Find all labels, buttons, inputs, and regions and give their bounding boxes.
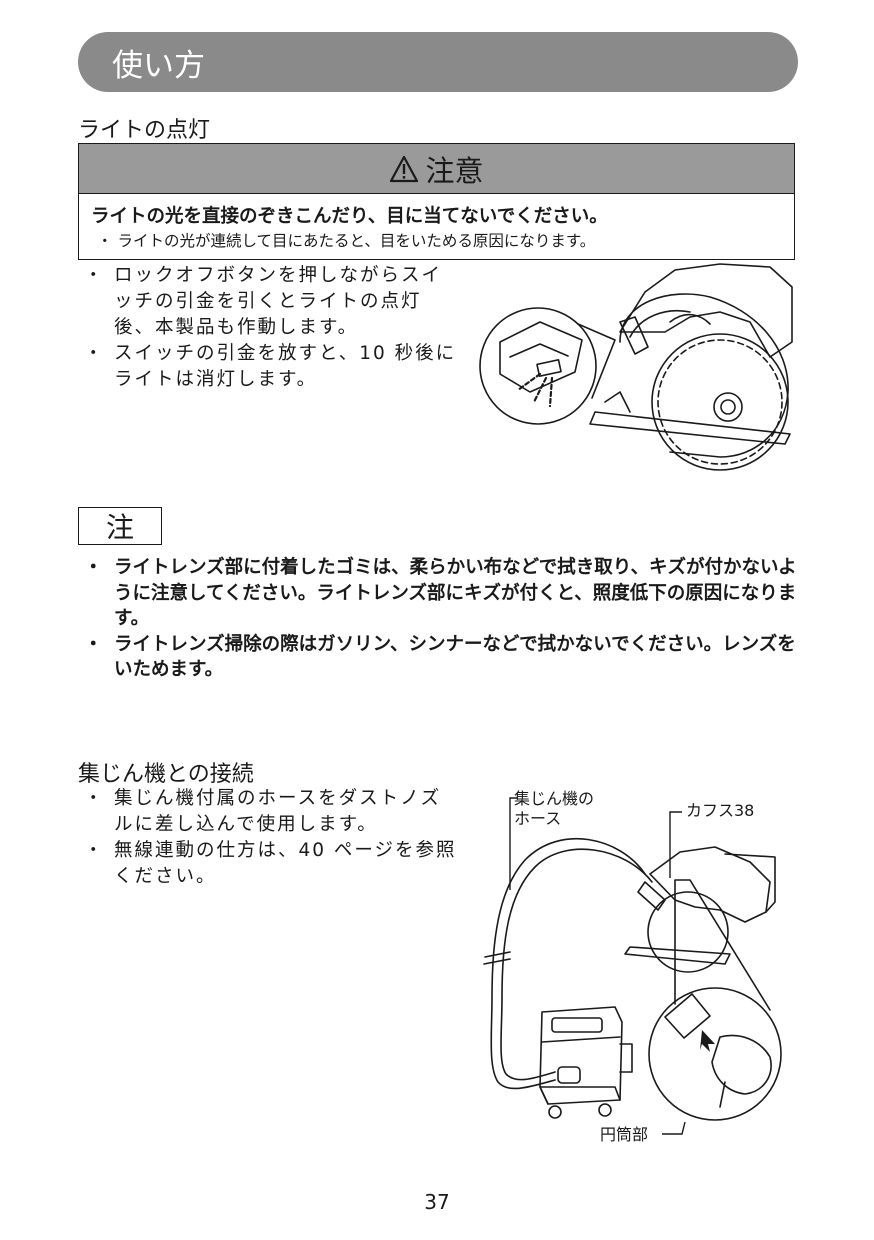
dust-collector-illustration: 集じん機の ホース カフス38 円筒部: [483, 789, 782, 1144]
page-header-bar: 使い方: [78, 32, 798, 92]
label-cuff: カフス38: [686, 801, 754, 820]
caution-box: 注意 ライトの光を直接のぞきこんだり、目に当てないでください。 ・ ライトの光が…: [78, 143, 795, 260]
caution-detail-text: ライトの光が連続して目にあたると、目をいためる原因になります。: [117, 232, 596, 250]
list-item: スイッチの引金を放すと、10 秒後にライトは消灯します。: [80, 341, 460, 393]
label-hose-line1: 集じん機の: [514, 789, 594, 808]
note-list: ライトレンズ部に付着したゴミは、柔らかい布などで拭き取り、キズが付かないように注…: [80, 555, 800, 683]
label-cylinder: 円筒部: [600, 1125, 648, 1144]
light-section-title: ライトの点灯: [78, 118, 211, 143]
list-item: ライトレンズ部に付着したゴミは、柔らかい布などで拭き取り、キズが付かないように注…: [80, 555, 800, 632]
list-item: ライトレンズ掃除の際はガソリン、シンナーなどで拭かないでください。レンズをいため…: [80, 632, 800, 683]
caution-warning-text: ライトの光を直接のぞきこんだり、目に当てないでください。: [91, 206, 608, 227]
list-item: 無線連動の仕方は、40 ページを参照ください。: [80, 838, 460, 890]
label-hose-line2: ホース: [514, 809, 561, 828]
light-illustration: [479, 263, 793, 471]
caution-detail: ・ ライトの光が連続して目にあたると、目をいためる原因になります。: [97, 232, 596, 250]
warning-triangle-icon: [390, 155, 419, 182]
dust-section-title: 集じん機との接続: [78, 762, 254, 787]
caution-header: 注意: [79, 144, 794, 194]
list-item: ロックオフボタンを押しながらスイッチの引金を引くとライトの点灯後、本製品も作動し…: [80, 263, 460, 341]
page-number: 37: [424, 1190, 450, 1214]
page-title: 使い方: [112, 48, 205, 84]
caution-heading: 注意: [425, 153, 484, 188]
dust-instructions-list: 集じん機付属のホースをダストノズルに差し込んで使用します。 無線連動の仕方は、4…: [80, 786, 460, 890]
note-badge: 注: [78, 507, 162, 545]
light-instructions-list: ロックオフボタンを押しながらスイッチの引金を引くとライトの点灯後、本製品も作動し…: [80, 263, 460, 393]
list-item: 集じん機付属のホースをダストノズルに差し込んで使用します。: [80, 786, 460, 838]
